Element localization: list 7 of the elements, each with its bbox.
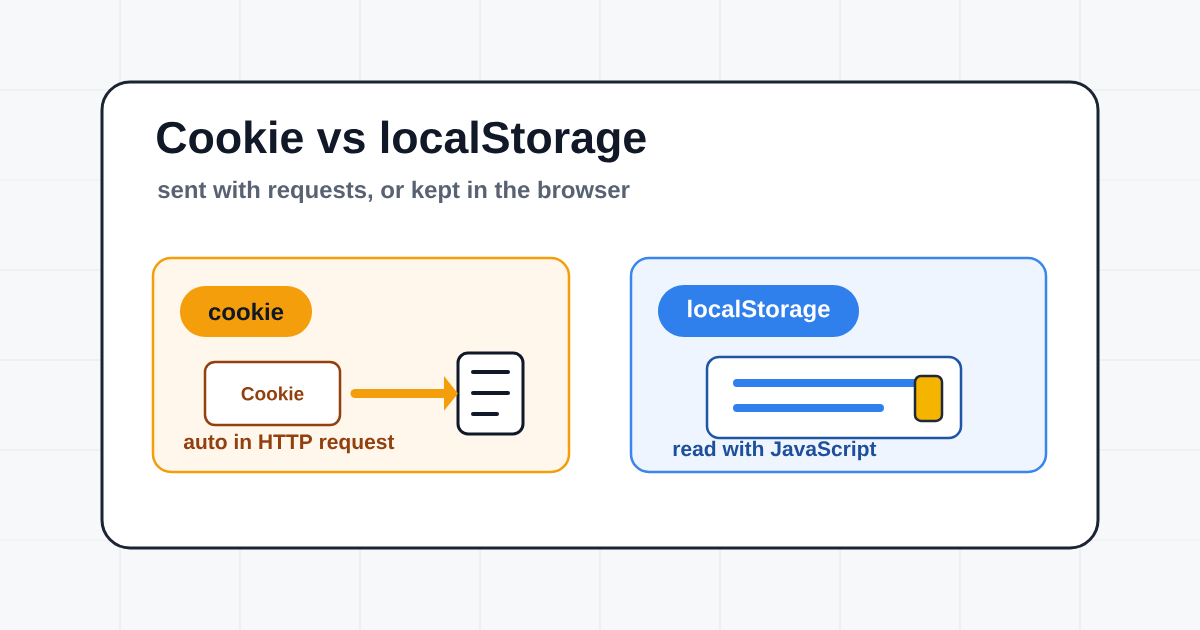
text-box: Cookie bbox=[203, 360, 342, 427]
title: Cookie vs localStorage bbox=[157, 120, 646, 163]
pill-label: localStorage bbox=[658, 285, 859, 337]
node-label: auto in HTTP request bbox=[183, 433, 395, 454]
subtitle: sent with requests, or kept in the browser bbox=[158, 180, 630, 203]
node-label: read with JavaScript bbox=[673, 440, 877, 461]
document-icon bbox=[456, 351, 525, 436]
